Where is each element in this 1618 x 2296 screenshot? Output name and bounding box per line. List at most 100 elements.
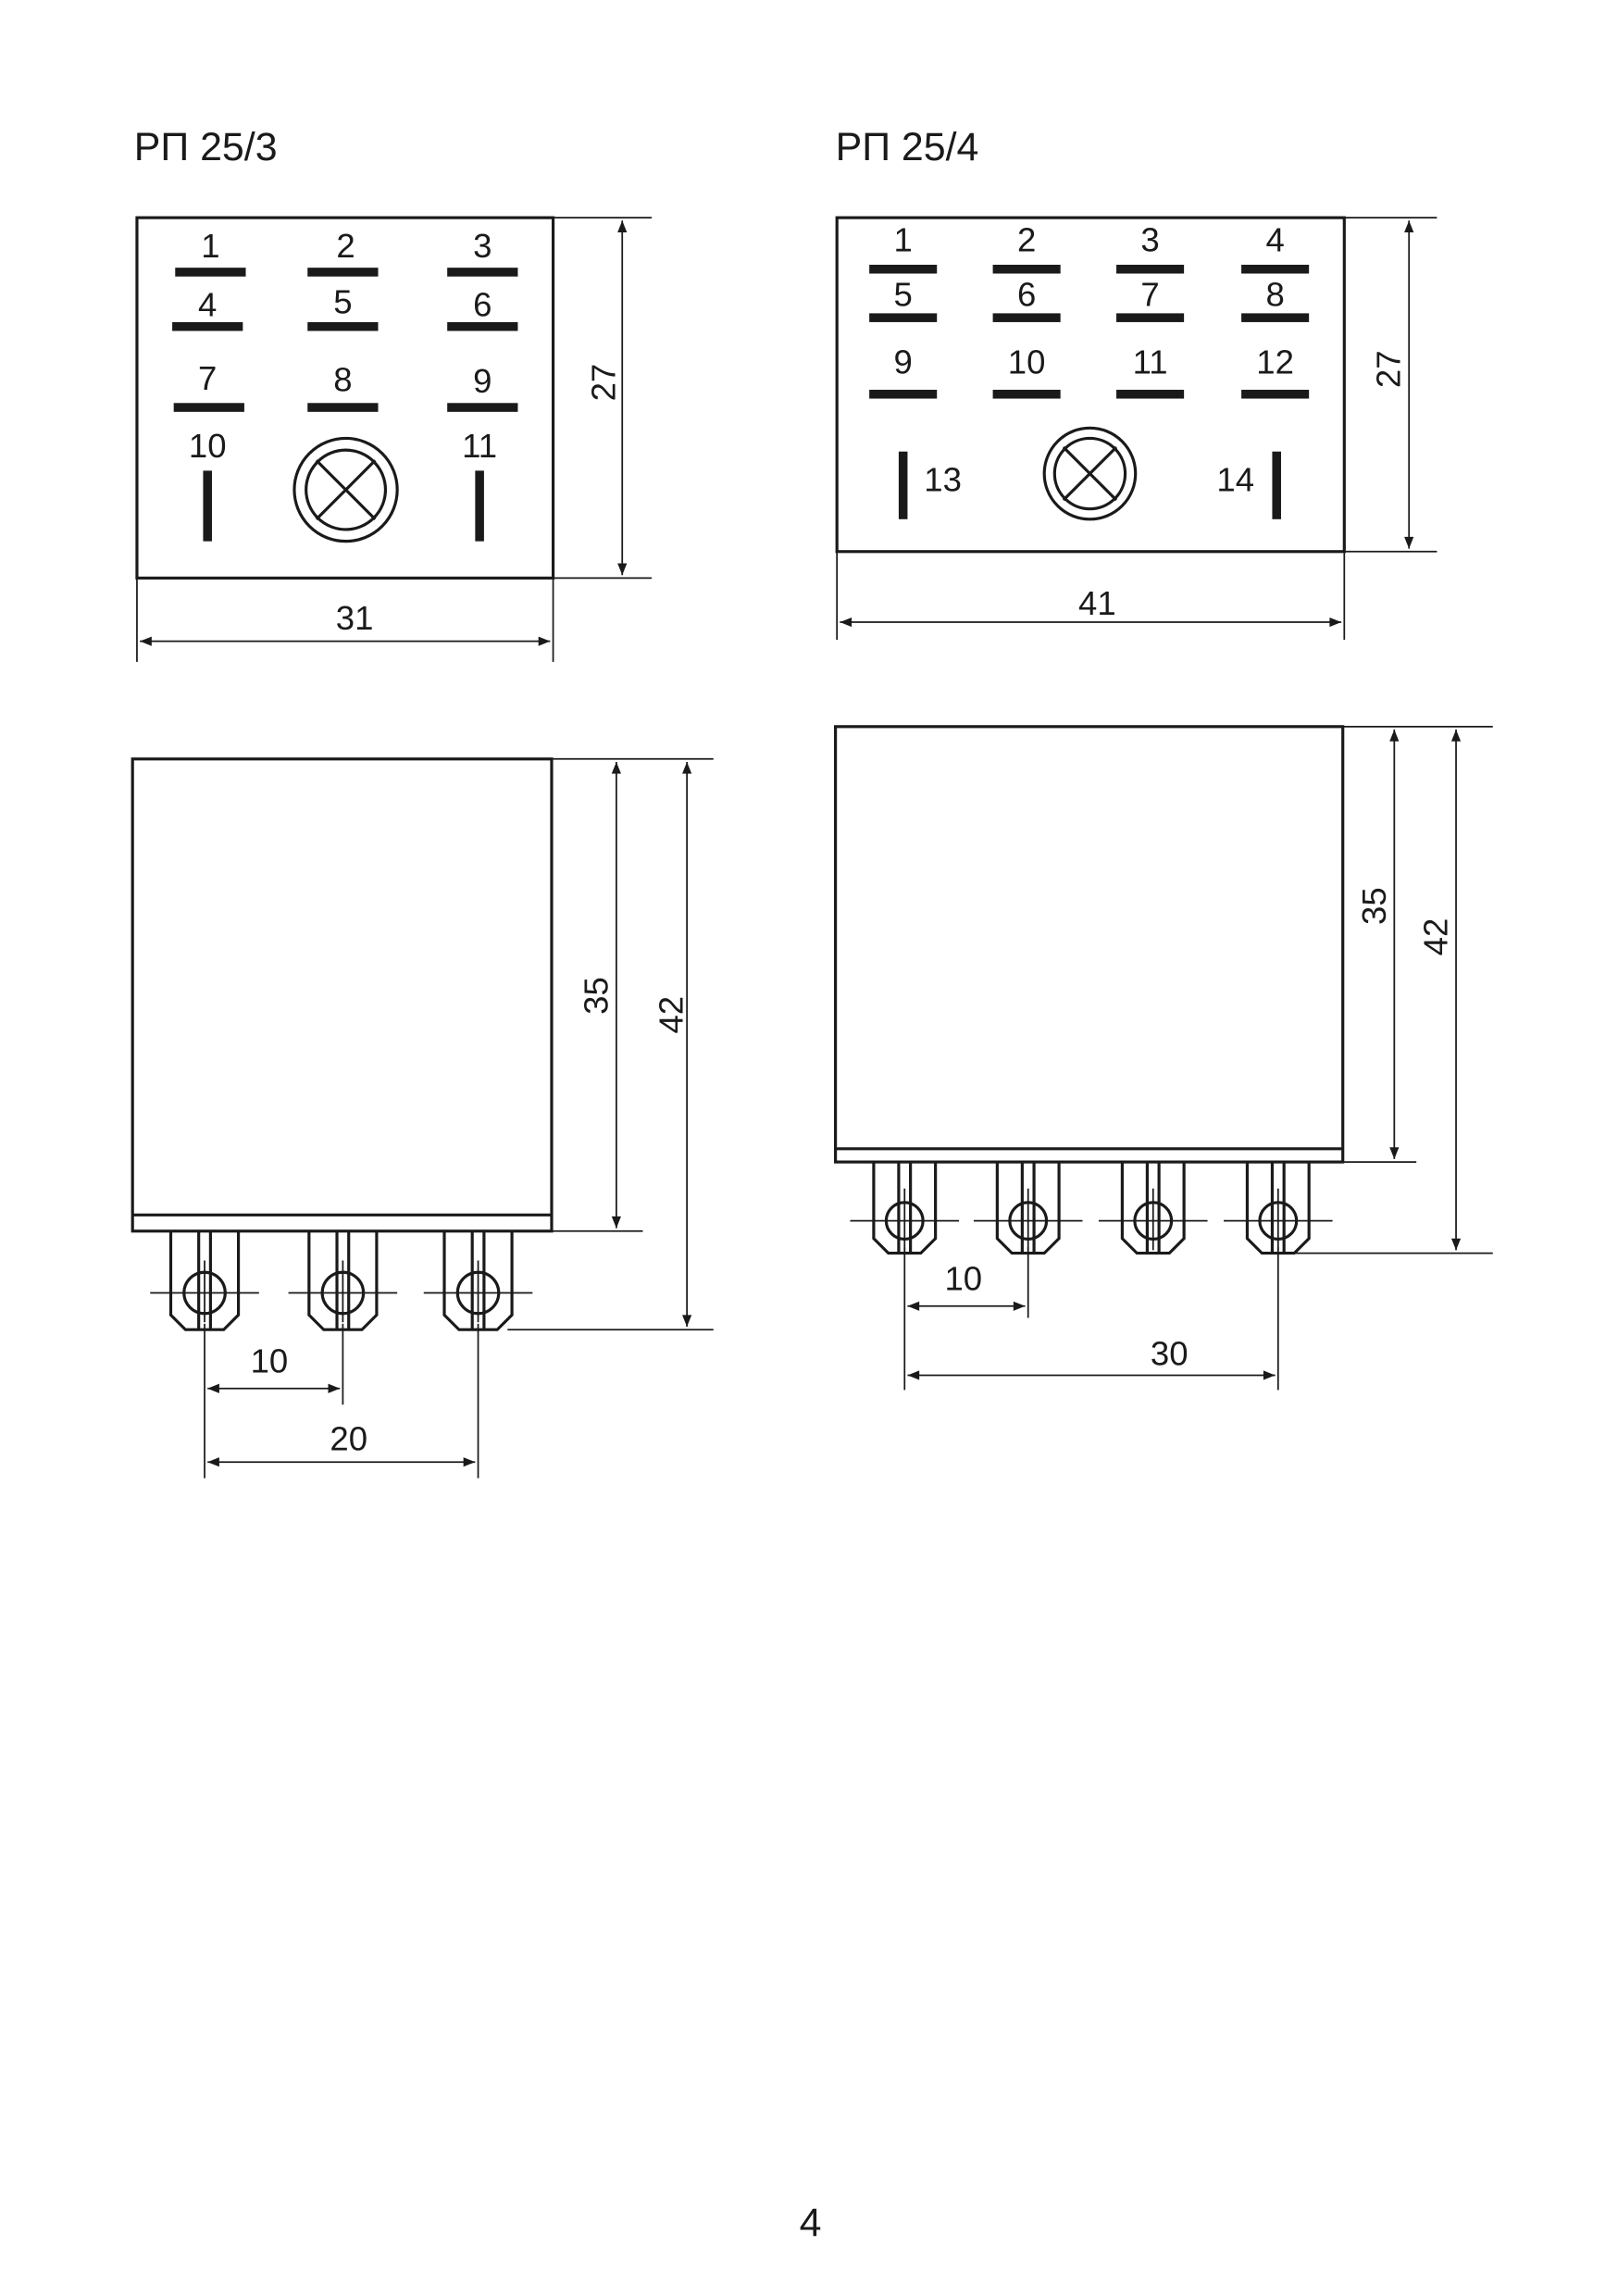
contact-terminal: 8 (1241, 275, 1310, 322)
terminal-pin (288, 1230, 398, 1331)
contact-bar (1272, 451, 1281, 519)
contact-terminal: 9 (447, 362, 518, 412)
contact-number: 8 (333, 361, 352, 399)
total-height-dimension-label: 42 (1417, 918, 1455, 956)
contact-terminal: 10 (189, 427, 227, 542)
contact-terminal: 7 (173, 359, 244, 412)
contact-bar (992, 313, 1061, 322)
terminal-pin (1098, 1162, 1208, 1255)
contact-bar (203, 470, 212, 542)
pin-span-dimension-label: 20 (330, 1419, 367, 1457)
contact-terminal: 3 (1116, 221, 1185, 274)
terminal-pin (423, 1230, 533, 1331)
contact-number: 4 (198, 286, 217, 324)
adjust-screw-icon (292, 436, 399, 543)
contact-number: 7 (1140, 275, 1159, 313)
total-height-dimension-label: 42 (652, 996, 690, 1034)
terminal-pin (150, 1230, 259, 1331)
width-dimension-label: 41 (1078, 584, 1116, 622)
contact-terminal: 6 (992, 275, 1061, 322)
contact-bar (992, 390, 1061, 399)
contact-number: 3 (473, 227, 492, 265)
side-view-rp25-4: 35 42 10 30 (834, 725, 1493, 1391)
contact-terminal: 4 (172, 286, 243, 331)
contact-terminal: 14 (1216, 451, 1281, 519)
contact-terminal: 5 (307, 282, 379, 331)
pin-pitch-dimension-label: 10 (251, 1341, 289, 1379)
terminal-pin (973, 1162, 1083, 1255)
contact-bar (307, 268, 379, 277)
contact-bar (869, 390, 938, 399)
contact-number: 9 (894, 343, 913, 381)
housing-outline (834, 725, 1345, 1164)
terminal-pin (850, 1162, 960, 1255)
page-number: 4 (800, 2201, 822, 2245)
housing-outline (135, 216, 555, 580)
contact-number: 14 (1216, 461, 1254, 499)
contact-number: 13 (924, 461, 962, 499)
contact-bar (307, 321, 379, 331)
contact-number: 2 (336, 227, 355, 265)
contact-bar (475, 470, 484, 542)
contact-bar (307, 403, 379, 412)
contact-bar (1116, 390, 1185, 399)
contact-number: 11 (462, 427, 497, 465)
contact-terminal: 11 (462, 427, 497, 542)
contact-bar (172, 321, 243, 331)
body-height-dimension-label: 35 (577, 977, 615, 1015)
width-dimension-label: 31 (336, 599, 374, 637)
contact-terminal: 2 (992, 221, 1061, 274)
contact-terminal: 7 (1116, 275, 1185, 322)
contact-number: 12 (1256, 343, 1294, 381)
contact-number: 1 (894, 221, 913, 259)
contact-terminal: 3 (447, 227, 518, 277)
contact-bar (898, 451, 908, 519)
contact-terminal: 5 (869, 275, 938, 322)
side-view-rp25-3: 35 42 10 20 (131, 757, 714, 1479)
relay-title-rp25-4: РП 25/4 (836, 125, 979, 169)
terminal-pin (1224, 1162, 1333, 1255)
contact-number: 1 (201, 227, 219, 265)
contact-number: 10 (1008, 343, 1046, 381)
contact-terminal: 1 (175, 227, 246, 277)
contact-terminal: 6 (447, 286, 518, 331)
relay-title-rp25-3: РП 25/3 (134, 125, 278, 169)
contact-bar (447, 403, 518, 412)
contact-terminal: 4 (1241, 221, 1310, 274)
contact-number: 11 (1133, 343, 1168, 381)
height-dimension-label: 27 (1370, 350, 1408, 388)
contact-terminal: 13 (898, 451, 962, 519)
pin-pitch-dimension-label: 10 (944, 1259, 982, 1297)
top-view-rp25-3: 27 31 1 2 3 4 5 6 7 8 9 10 11 (135, 216, 653, 662)
contact-bar (869, 264, 938, 274)
contact-bar (869, 313, 938, 322)
contact-number: 4 (1265, 221, 1284, 259)
adjust-screw-icon (1042, 426, 1138, 521)
contact-bar (447, 321, 518, 331)
contact-number: 3 (1140, 221, 1159, 259)
contact-terminal: 10 (992, 343, 1061, 399)
housing-outline (835, 216, 1346, 554)
contact-bar (175, 268, 246, 277)
height-dimension-label: 27 (584, 364, 622, 402)
contact-bar (447, 268, 518, 277)
contact-terminal: 2 (307, 227, 379, 277)
contact-number: 8 (1265, 275, 1284, 313)
contact-bar (173, 403, 244, 412)
contact-bar (1241, 313, 1310, 322)
contact-terminal: 11 (1116, 343, 1185, 399)
contact-terminal: 9 (869, 343, 938, 399)
contact-number: 6 (1017, 275, 1036, 313)
contact-bar (1241, 264, 1310, 274)
contact-number: 10 (189, 427, 227, 465)
contact-number: 2 (1017, 221, 1036, 259)
contact-terminal: 1 (869, 221, 938, 274)
contact-number: 5 (333, 282, 352, 320)
contact-terminal: 12 (1241, 343, 1310, 399)
pin-span-dimension-label: 30 (1151, 1334, 1189, 1372)
contact-bar (1116, 313, 1185, 322)
contact-number: 5 (894, 275, 913, 313)
contact-number: 9 (473, 362, 492, 400)
